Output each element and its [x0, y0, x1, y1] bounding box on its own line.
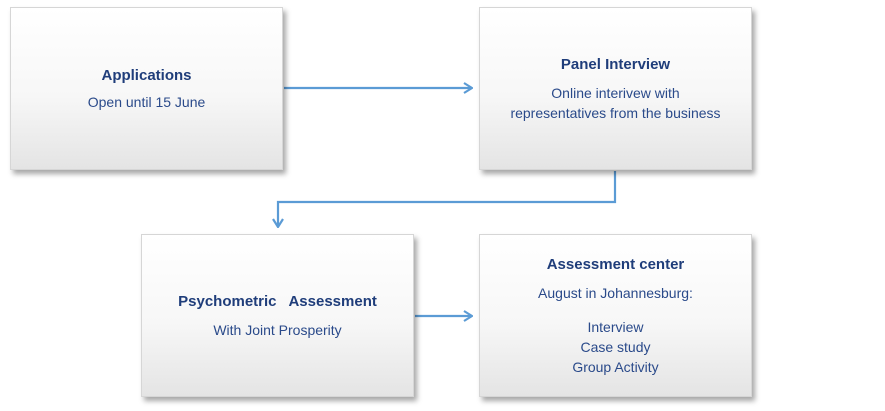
step-panel-interview: Panel Interview Online interivew with re…	[479, 7, 752, 170]
step-assessment-center-item-case-study: Case study	[580, 338, 651, 355]
step-psychometric-title: Psychometric Assessment	[178, 292, 377, 310]
step-psychometric-detail: With Joint Prosperity	[213, 321, 342, 338]
step-applications-title: Applications	[101, 66, 192, 84]
step-assessment-center-item-group-activity: Group Activity	[572, 358, 659, 375]
step-assessment-center-title: Assessment center	[546, 255, 685, 273]
step-panel-interview-detail-1: Online interivew with	[551, 84, 680, 101]
arrow-panel-to-psychometric	[278, 171, 617, 227]
step-panel-interview-detail-2: representatives from the business	[510, 104, 721, 121]
step-assessment-center-item-interview: Interview	[587, 318, 644, 335]
step-applications: Applications Open until 15 June	[10, 7, 283, 170]
step-panel-interview-title: Panel Interview	[560, 55, 671, 73]
step-assessment-center: Assessment center August in Johannesburg…	[479, 234, 752, 397]
step-assessment-center-detail: August in Johannesburg:	[538, 284, 693, 301]
step-psychometric-assessment: Psychometric Assessment With Joint Prosp…	[141, 234, 414, 397]
step-applications-detail: Open until 15 June	[87, 93, 206, 110]
